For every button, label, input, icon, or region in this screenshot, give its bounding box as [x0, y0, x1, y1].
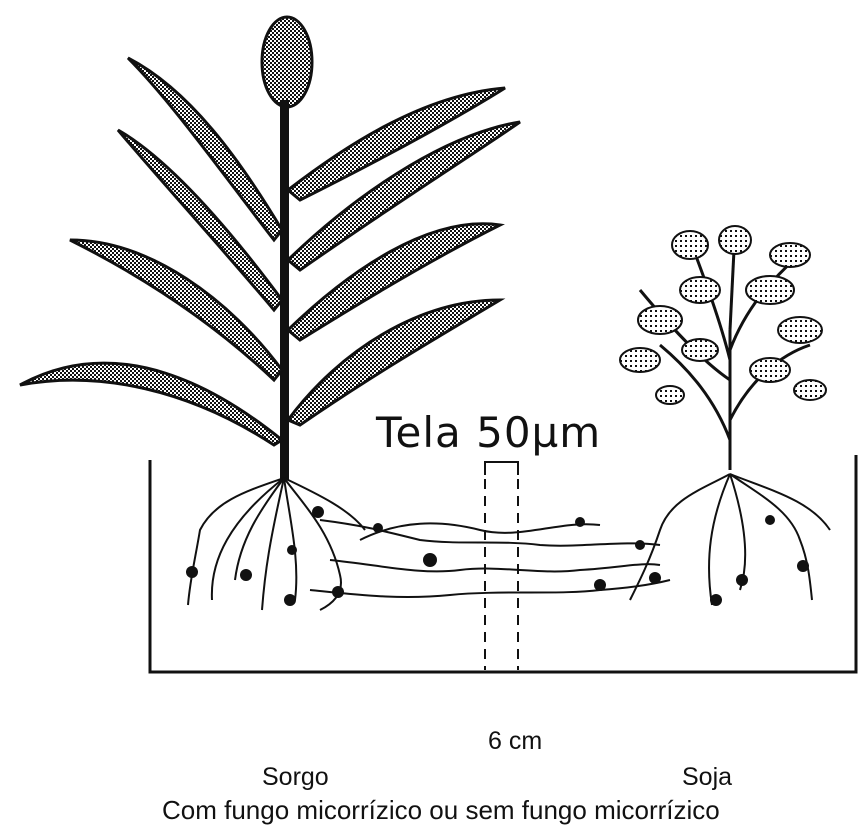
distance-label: 6 cm: [488, 727, 542, 756]
mycorrhizal-spores: [186, 506, 809, 606]
soybean-label: Soja: [682, 763, 732, 792]
mesh-screen-top: [485, 462, 518, 475]
sorghum-label: Sorgo: [262, 763, 329, 792]
mesh-screen: [485, 462, 518, 670]
soybean-plant-illustration: [620, 226, 826, 470]
roots-and-hyphae: [188, 474, 830, 610]
mesh-label: Tela 50µm: [376, 408, 601, 457]
caption: Com fungo micorrízico ou sem fungo micor…: [162, 795, 720, 826]
